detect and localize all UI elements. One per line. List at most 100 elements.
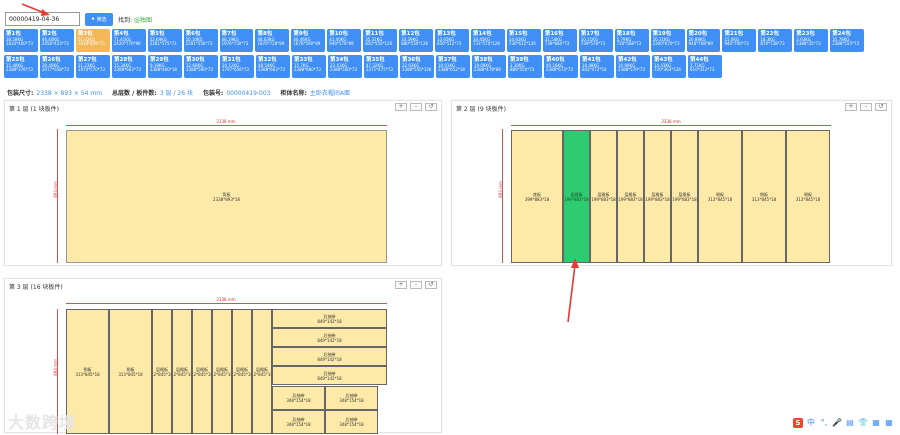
chip-name: 第25包 xyxy=(6,57,25,63)
ime-s-icon[interactable]: S xyxy=(793,418,803,428)
search-input[interactable] xyxy=(5,12,80,26)
filter-button[interactable]: ●筛选 xyxy=(85,12,113,26)
reset-button[interactable]: ↺ xyxy=(875,103,887,111)
zoom-out-button[interactable]: - xyxy=(410,281,422,289)
microphone-icon[interactable]: 🎤 xyxy=(832,418,842,427)
zoom-in-button[interactable]: + xyxy=(395,103,407,111)
zoom-in-button[interactable]: + xyxy=(845,103,857,111)
zoom-out-button[interactable]: - xyxy=(860,103,872,111)
keyboard-icon[interactable]: ▤ xyxy=(846,418,854,427)
skin-icon[interactable]: 👕 xyxy=(858,418,868,427)
reset-button[interactable]: ↺ xyxy=(425,103,437,111)
search-bar: ●筛选 找到: @独图 xyxy=(5,12,152,26)
zoom-in-button[interactable]: + xyxy=(395,281,407,289)
chip-size: 940*576*89 xyxy=(329,41,354,47)
toolbox-icon[interactable]: ▦ xyxy=(872,418,880,427)
chip-size: 2388*660*73 xyxy=(294,67,321,73)
piece-size: 849*142*18 xyxy=(317,356,342,362)
found-link[interactable]: @独图 xyxy=(133,16,152,24)
chip-weight: 15.0KG xyxy=(724,36,740,42)
punctuation-icon[interactable]: °, xyxy=(820,418,828,427)
chip-weight: 31.54KG xyxy=(544,36,563,42)
chip-weight: 34.45KG xyxy=(472,36,491,42)
zoom-out-button[interactable]: - xyxy=(410,103,422,111)
piece-size: 42*845*18 xyxy=(192,371,212,377)
height-dimension-line xyxy=(57,309,58,434)
reset-button[interactable]: ↺ xyxy=(425,281,437,289)
ime-chinese-icon[interactable]: 中 xyxy=(807,418,815,427)
grid-icon[interactable]: ▦ xyxy=(885,418,893,427)
